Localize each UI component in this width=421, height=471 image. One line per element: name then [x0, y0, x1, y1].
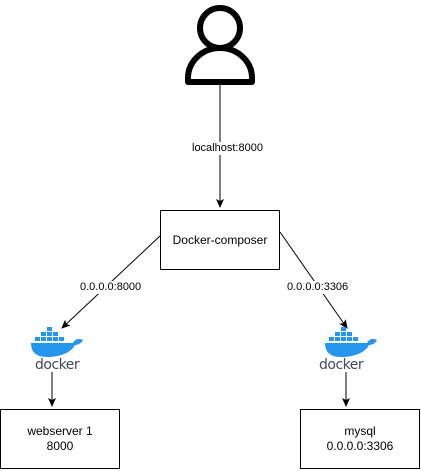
node-port: 8000 — [46, 439, 74, 453]
node-port: 0.0.0.0:3306 — [326, 439, 394, 453]
docker-logo-text: docker — [319, 357, 364, 373]
node-label: webserver 1 — [27, 424, 93, 438]
mysql-node: mysql 0.0.0.0:3306 — [300, 409, 420, 469]
docker-whale-icon — [31, 327, 83, 357]
docker-whale-icon — [325, 327, 377, 357]
node-label: mysql — [344, 424, 376, 438]
person-icon — [185, 5, 255, 85]
node-label: Docker-composer — [172, 232, 268, 247]
docker-composer-node: Docker-composer — [160, 210, 280, 270]
edge-label-composer-web: 0.0.0.0:8000 — [79, 281, 143, 294]
edge-label-user-composer: localhost:8000 — [191, 142, 264, 155]
edge-composer-mysql-upper — [279, 231, 348, 329]
edge-label-composer-mysql: 0.0.0.0:3306 — [286, 281, 350, 294]
webserver-node: webserver 1 8000 — [0, 409, 120, 469]
docker-logo-text: docker — [35, 357, 80, 373]
